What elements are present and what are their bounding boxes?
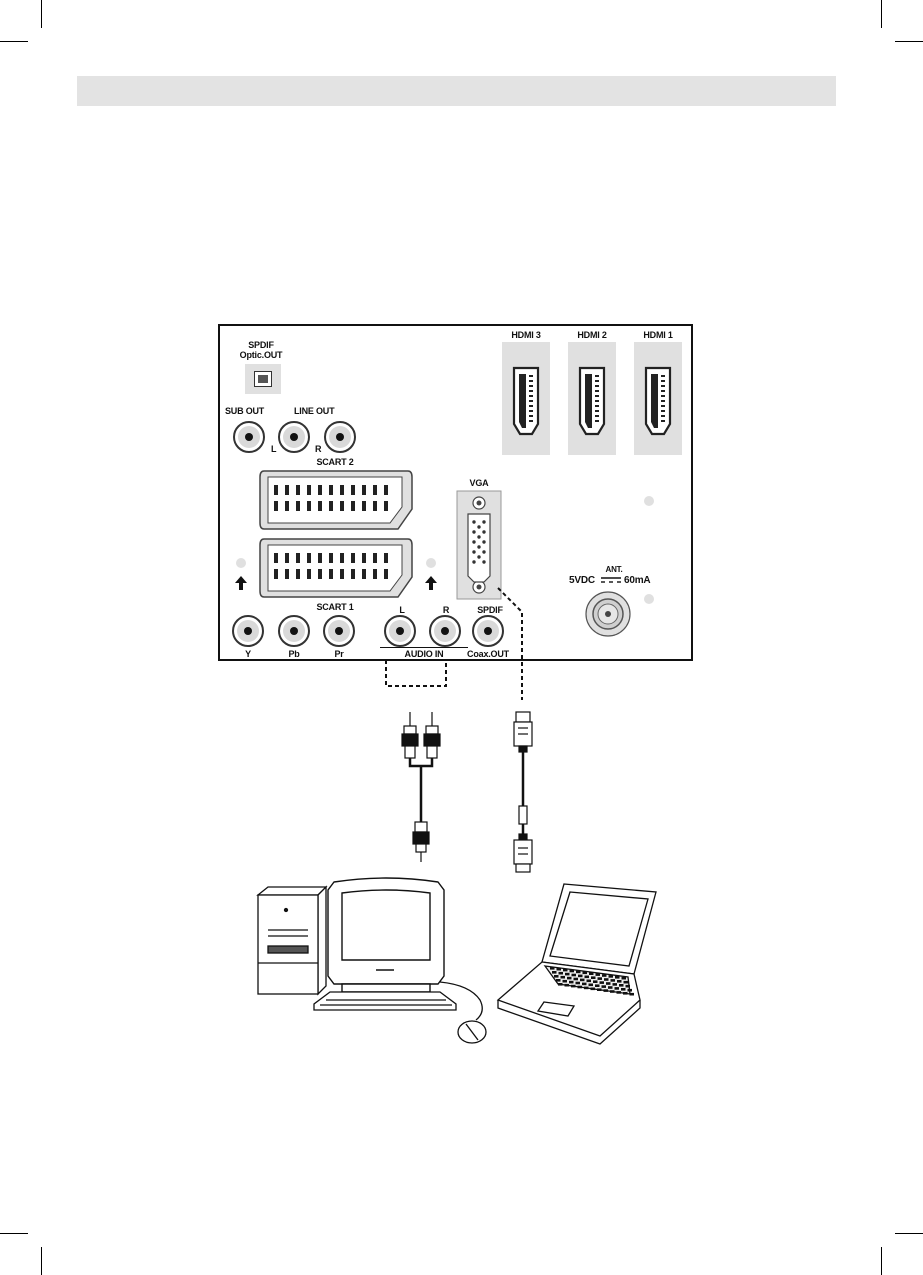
laptop-key xyxy=(615,976,620,979)
laptop-key xyxy=(585,976,590,979)
laptop-key xyxy=(574,978,579,981)
laptop-key xyxy=(626,985,631,988)
laptop-key xyxy=(617,991,622,994)
laptop-key xyxy=(578,975,583,978)
laptop-key xyxy=(597,988,602,991)
vga-connection-line xyxy=(498,588,522,700)
laptop-key xyxy=(596,973,601,976)
laptop-key xyxy=(608,986,613,989)
laptop-key xyxy=(558,983,563,986)
laptop-key xyxy=(595,984,600,987)
laptop-key xyxy=(623,992,628,995)
laptop-key xyxy=(598,977,603,980)
laptop-key xyxy=(611,979,616,982)
desktop-computer-icon xyxy=(258,887,326,994)
laptop-key xyxy=(556,979,561,982)
laptop-key xyxy=(606,982,611,985)
laptop-key xyxy=(587,980,592,983)
laptop-key xyxy=(550,967,555,970)
laptop-key xyxy=(613,983,618,986)
laptop-key xyxy=(578,986,583,989)
laptop-key xyxy=(582,983,587,986)
laptop-key xyxy=(583,972,588,975)
monitor-icon xyxy=(328,878,444,992)
laptop-key xyxy=(622,977,627,980)
laptop-key xyxy=(604,989,609,992)
laptop-key xyxy=(584,987,589,990)
laptop-key xyxy=(567,977,572,980)
laptop-key xyxy=(591,988,596,991)
laptop-key xyxy=(624,981,629,984)
laptop-key xyxy=(576,982,581,985)
laptop-key xyxy=(570,970,575,973)
laptop-key xyxy=(563,980,568,983)
laptop-key xyxy=(589,972,594,975)
laptop-key xyxy=(565,984,570,987)
laptop-key xyxy=(572,974,577,977)
laptop-key xyxy=(621,988,626,991)
laptop-key xyxy=(591,976,596,979)
laptop-key xyxy=(628,989,633,992)
laptop-key xyxy=(552,971,557,974)
laptop-key xyxy=(610,990,615,993)
laptop-key xyxy=(571,985,576,988)
laptop-key xyxy=(630,993,635,996)
laptop-key xyxy=(602,985,607,988)
laptop-key xyxy=(617,980,622,983)
laptop-key xyxy=(554,975,559,978)
laptop-key xyxy=(619,984,624,987)
rca-audio-cable-icon xyxy=(402,712,440,862)
laptop-key xyxy=(602,974,607,977)
laptop-key xyxy=(557,968,562,971)
laptop-key xyxy=(593,980,598,983)
laptop-key xyxy=(604,978,609,981)
laptop-key xyxy=(565,973,570,976)
laptop-key xyxy=(576,971,581,974)
audio-connection-line xyxy=(386,660,446,686)
laptop-key xyxy=(569,981,574,984)
laptop-icon xyxy=(498,884,656,1044)
keyboard-icon xyxy=(314,992,456,1010)
laptop-key xyxy=(580,979,585,982)
laptop-key xyxy=(609,975,614,978)
mouse-icon xyxy=(440,982,486,1043)
laptop-key xyxy=(559,972,564,975)
laptop-key xyxy=(600,981,605,984)
laptop-key xyxy=(561,976,566,979)
laptop-key xyxy=(615,987,620,990)
vga-cable-icon xyxy=(514,712,532,872)
laptop-key xyxy=(589,984,594,987)
laptop-key xyxy=(563,969,568,972)
